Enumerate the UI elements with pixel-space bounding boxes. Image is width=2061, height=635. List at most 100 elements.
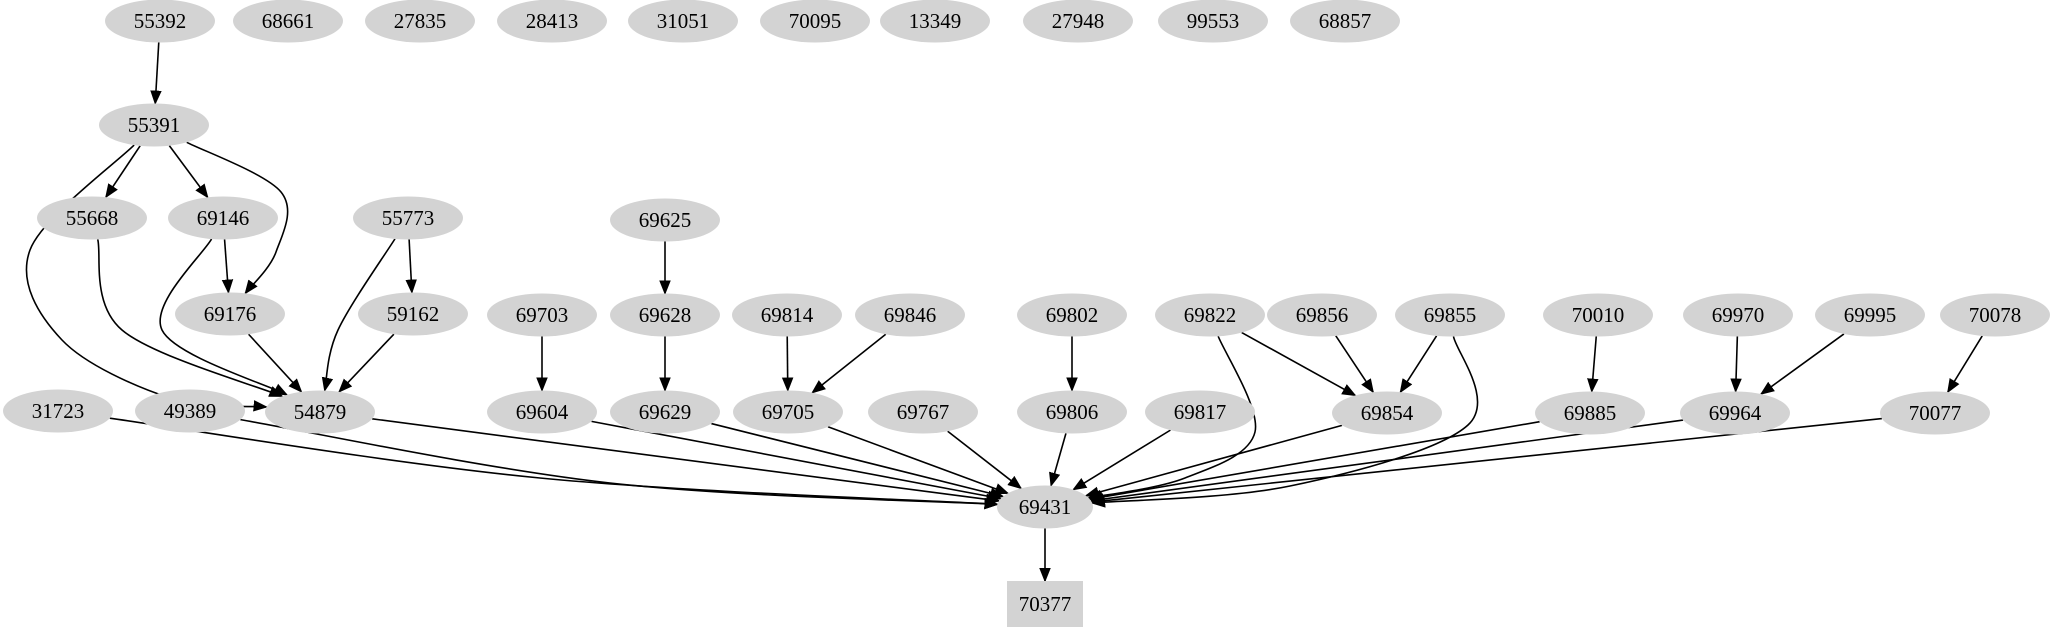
node-label-69822: 69822: [1184, 303, 1237, 327]
graph-node-27835: 27835: [365, 0, 475, 43]
graph-node-31051: 31051: [628, 0, 738, 43]
node-shape-69964: [1680, 391, 1790, 435]
node-label-69817: 69817: [1174, 400, 1227, 424]
node-shape-69767: [868, 390, 978, 434]
node-shape-69885: [1535, 391, 1645, 435]
node-label-69855: 69855: [1424, 303, 1477, 327]
edge-70010-69885: [1587, 336, 1599, 393]
node-shape-13349: [880, 0, 990, 43]
edge-69885-69431: [1088, 420, 1540, 503]
node-label-69964: 69964: [1709, 401, 1762, 425]
node-label-69431: 69431: [1019, 495, 1072, 519]
graph-node-69854: 69854: [1332, 391, 1442, 435]
node-shape-70095: [760, 0, 870, 43]
edge-49389-69431: [240, 418, 999, 510]
node-label-68857: 68857: [1319, 9, 1372, 33]
graph-node-69146: 69146: [168, 196, 278, 240]
node-label-99553: 99553: [1187, 9, 1240, 33]
edge-55391-55668: [105, 145, 141, 199]
node-shape-69176: [175, 292, 285, 336]
graph-node-69625: 69625: [610, 198, 720, 242]
edge-70078-70077: [1947, 335, 1983, 394]
edge-55391-54879: [25, 144, 268, 412]
node-label-69176: 69176: [204, 302, 257, 326]
graph-node-69176: 69176: [175, 292, 285, 336]
graph-node-69703: 69703: [487, 293, 597, 337]
node-shape-70078: [1940, 293, 2050, 337]
node-shape-69995: [1815, 293, 1925, 337]
edge-69146-69176: [221, 239, 234, 294]
edge-69806-69431: [1049, 433, 1067, 488]
edge-55391-69146: [168, 145, 209, 199]
node-shape-28413: [497, 0, 607, 43]
node-shape-69855: [1395, 293, 1505, 337]
node-shape-69629: [610, 390, 720, 434]
node-shape-69814: [732, 293, 842, 337]
graph-node-70095: 70095: [760, 0, 870, 43]
edge-69629-69431: [711, 422, 1005, 499]
node-label-55392: 55392: [134, 9, 187, 33]
graph-node-55392: 55392: [105, 0, 215, 43]
node-shape-69856: [1267, 293, 1377, 337]
edge-69854-69431: [1084, 424, 1343, 498]
node-label-69604: 69604: [516, 400, 569, 424]
graph-node-69995: 69995: [1815, 293, 1925, 337]
edge-55391-69176: [186, 141, 289, 295]
edge-69970-69964: [1730, 336, 1742, 393]
graph-node-54879: 54879: [265, 390, 375, 434]
node-label-69802: 69802: [1046, 303, 1099, 327]
graph-node-55391: 55391: [99, 103, 209, 147]
node-label-70077: 70077: [1909, 401, 1962, 425]
graph-node-69970: 69970: [1683, 293, 1793, 337]
graph-node-69885: 69885: [1535, 391, 1645, 435]
edge-69856-69854: [1335, 335, 1374, 394]
node-shape-99553: [1158, 0, 1268, 43]
edge-69855-69431: [1090, 336, 1479, 508]
edge-69855-69854: [1399, 335, 1438, 394]
node-label-69705: 69705: [762, 400, 815, 424]
node-label-55668: 55668: [66, 206, 119, 230]
node-label-70377: 70377: [1019, 592, 1072, 616]
graph-node-68857: 68857: [1290, 0, 1400, 43]
node-shape-27948: [1023, 0, 1133, 43]
graph-node-59162: 59162: [358, 292, 468, 336]
graph-node-69856: 69856: [1267, 293, 1377, 337]
node-label-55391: 55391: [128, 113, 181, 137]
node-shape-55773: [353, 196, 463, 240]
node-shape-55668: [37, 196, 147, 240]
node-label-69146: 69146: [197, 206, 250, 230]
edge-55773-59162: [405, 239, 417, 294]
node-label-69995: 69995: [1844, 303, 1897, 327]
node-label-27835: 27835: [394, 9, 447, 33]
edge-69822-69854: [1241, 331, 1357, 397]
edge-69846-69705: [811, 333, 887, 394]
node-label-69767: 69767: [897, 400, 950, 424]
edge-69814-69705: [781, 336, 794, 392]
graph-node-27948: 27948: [1023, 0, 1133, 43]
node-label-27948: 27948: [1052, 9, 1105, 33]
graph-node-69705: 69705: [733, 390, 843, 434]
graph-edges: [25, 42, 1983, 583]
edge-59162-54879: [338, 333, 395, 393]
node-label-49389: 49389: [164, 399, 217, 423]
node-shape-69431: [997, 485, 1093, 529]
graph-node-70077: 70077: [1880, 391, 1990, 435]
graph-node-69802: 69802: [1017, 293, 1127, 337]
node-label-70095: 70095: [789, 9, 842, 33]
edge-55668-54879: [96, 239, 284, 398]
node-label-69806: 69806: [1046, 400, 1099, 424]
graph-node-55773: 55773: [353, 196, 463, 240]
node-shape-31051: [628, 0, 738, 43]
graph-node-69814: 69814: [732, 293, 842, 337]
graph-node-69846: 69846: [855, 293, 965, 337]
node-label-70078: 70078: [1969, 303, 2022, 327]
graph-node-69806: 69806: [1017, 390, 1127, 434]
graph-node-70377: 70377: [1007, 581, 1083, 627]
node-shape-31723: [3, 389, 113, 433]
graph-node-69628: 69628: [610, 293, 720, 337]
node-label-54879: 54879: [294, 400, 347, 424]
graph-node-55668: 55668: [37, 196, 147, 240]
node-label-13349: 13349: [909, 9, 962, 33]
